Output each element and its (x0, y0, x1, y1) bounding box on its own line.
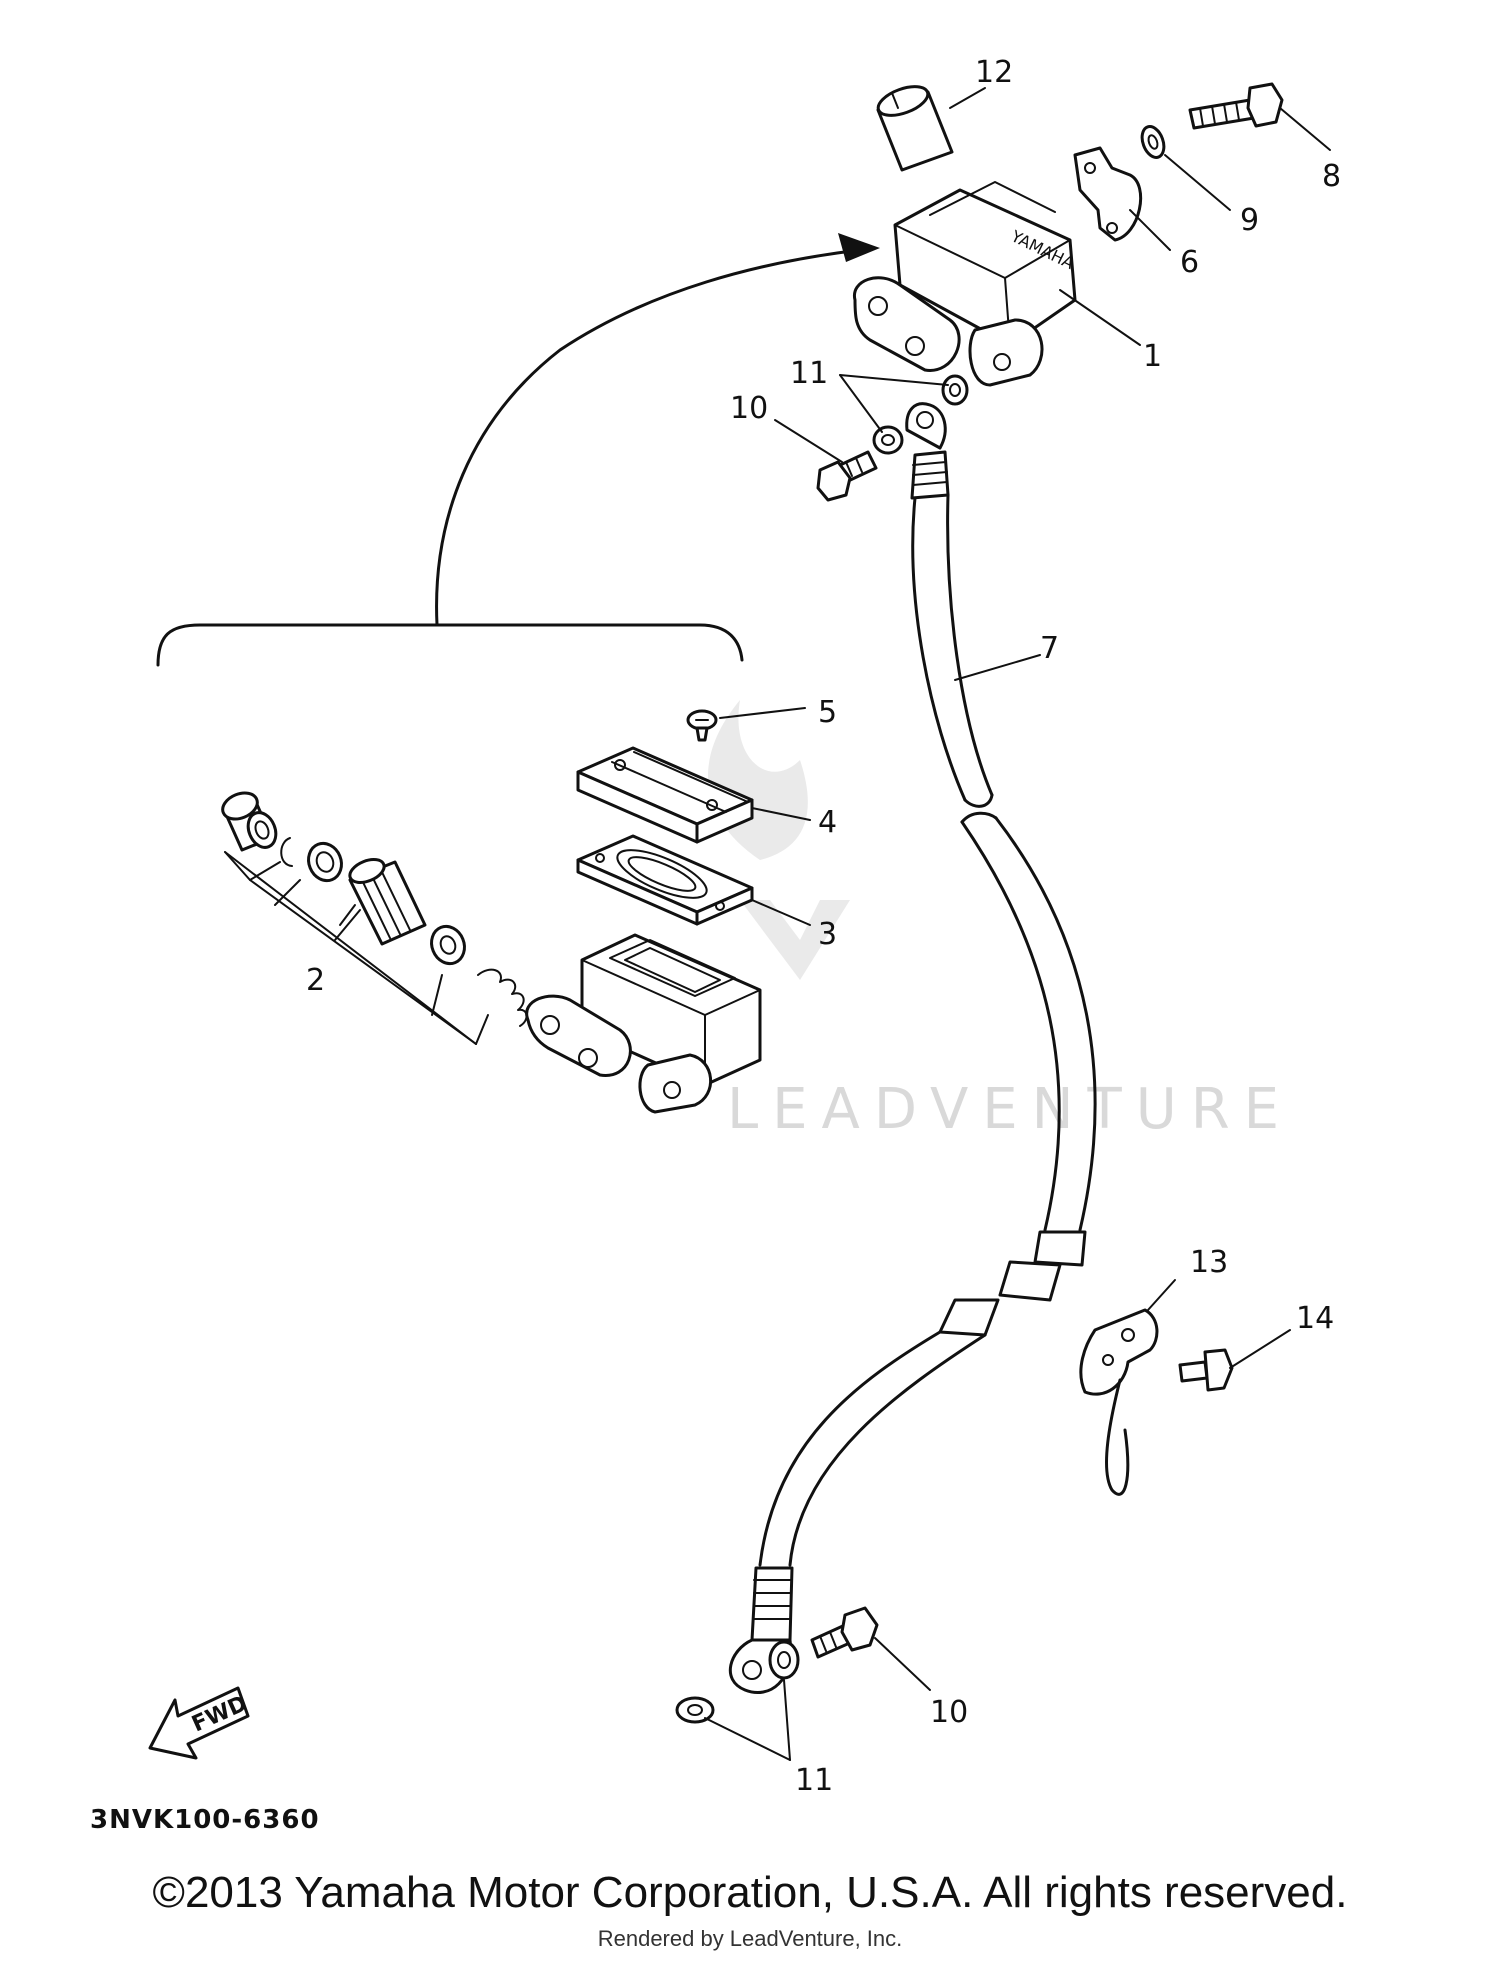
part-1-master-cylinder: YAMAHA (853, 181, 1141, 387)
part-11-washers-top (839, 374, 969, 455)
copyright-notice: ©2013 Yamaha Motor Corporation, U.S.A. A… (152, 1868, 1348, 1917)
callout-14: 14 (1296, 1301, 1334, 1336)
part-11-washers-bottom (675, 1640, 800, 1761)
part-10-union-bolt-bottom (810, 1606, 931, 1691)
callout-8: 8 (1322, 159, 1341, 194)
callout-2: 2 (306, 963, 325, 998)
part-3-diaphragm (576, 834, 811, 926)
callout-3: 3 (818, 917, 837, 952)
part-12-collar (876, 85, 954, 172)
drawing-code: 3NVK100-6360 (90, 1805, 320, 1835)
master-cylinder-body (525, 933, 762, 1114)
callout-10-bottom: 10 (930, 1695, 968, 1730)
watermark-text: LEADVENTURE (727, 1077, 1293, 1142)
part-10-union-bolt-top (774, 419, 878, 502)
part-5-screw (686, 707, 806, 742)
part-6-holder (1073, 146, 1171, 251)
callout-labels: 1 2 3 4 5 6 7 8 9 10 10 11 11 12 13 14 (306, 55, 1341, 1798)
callout-1: 1 (1143, 339, 1162, 374)
callout-11-top: 11 (790, 356, 828, 391)
callout-7: 7 (1040, 631, 1059, 666)
transfer-arrow (156, 233, 880, 667)
fwd-arrow: FWD (148, 1686, 251, 1760)
part-14-bolt (1178, 1329, 1291, 1392)
callout-13: 13 (1190, 1245, 1228, 1280)
part-4-reservoir-cap (576, 746, 811, 844)
part-8-bolt (1188, 82, 1331, 151)
part-7-brake-hose (728, 402, 1097, 1694)
callout-9: 9 (1240, 203, 1259, 238)
callout-10-top: 10 (730, 391, 768, 426)
part-13-hose-guide (1079, 1279, 1176, 1496)
callout-4: 4 (818, 805, 837, 840)
callout-5: 5 (818, 695, 837, 730)
callout-12: 12 (975, 55, 1013, 90)
part-2-master-cylinder-kit (221, 791, 528, 1045)
watermark: LEADVENTURE (707, 700, 1293, 1142)
callout-6: 6 (1180, 245, 1199, 280)
callout-11-bottom: 11 (795, 1763, 833, 1798)
part-9-washer (1140, 125, 1231, 211)
rendered-by-credit: Rendered by LeadVenture, Inc. (597, 1926, 903, 1951)
